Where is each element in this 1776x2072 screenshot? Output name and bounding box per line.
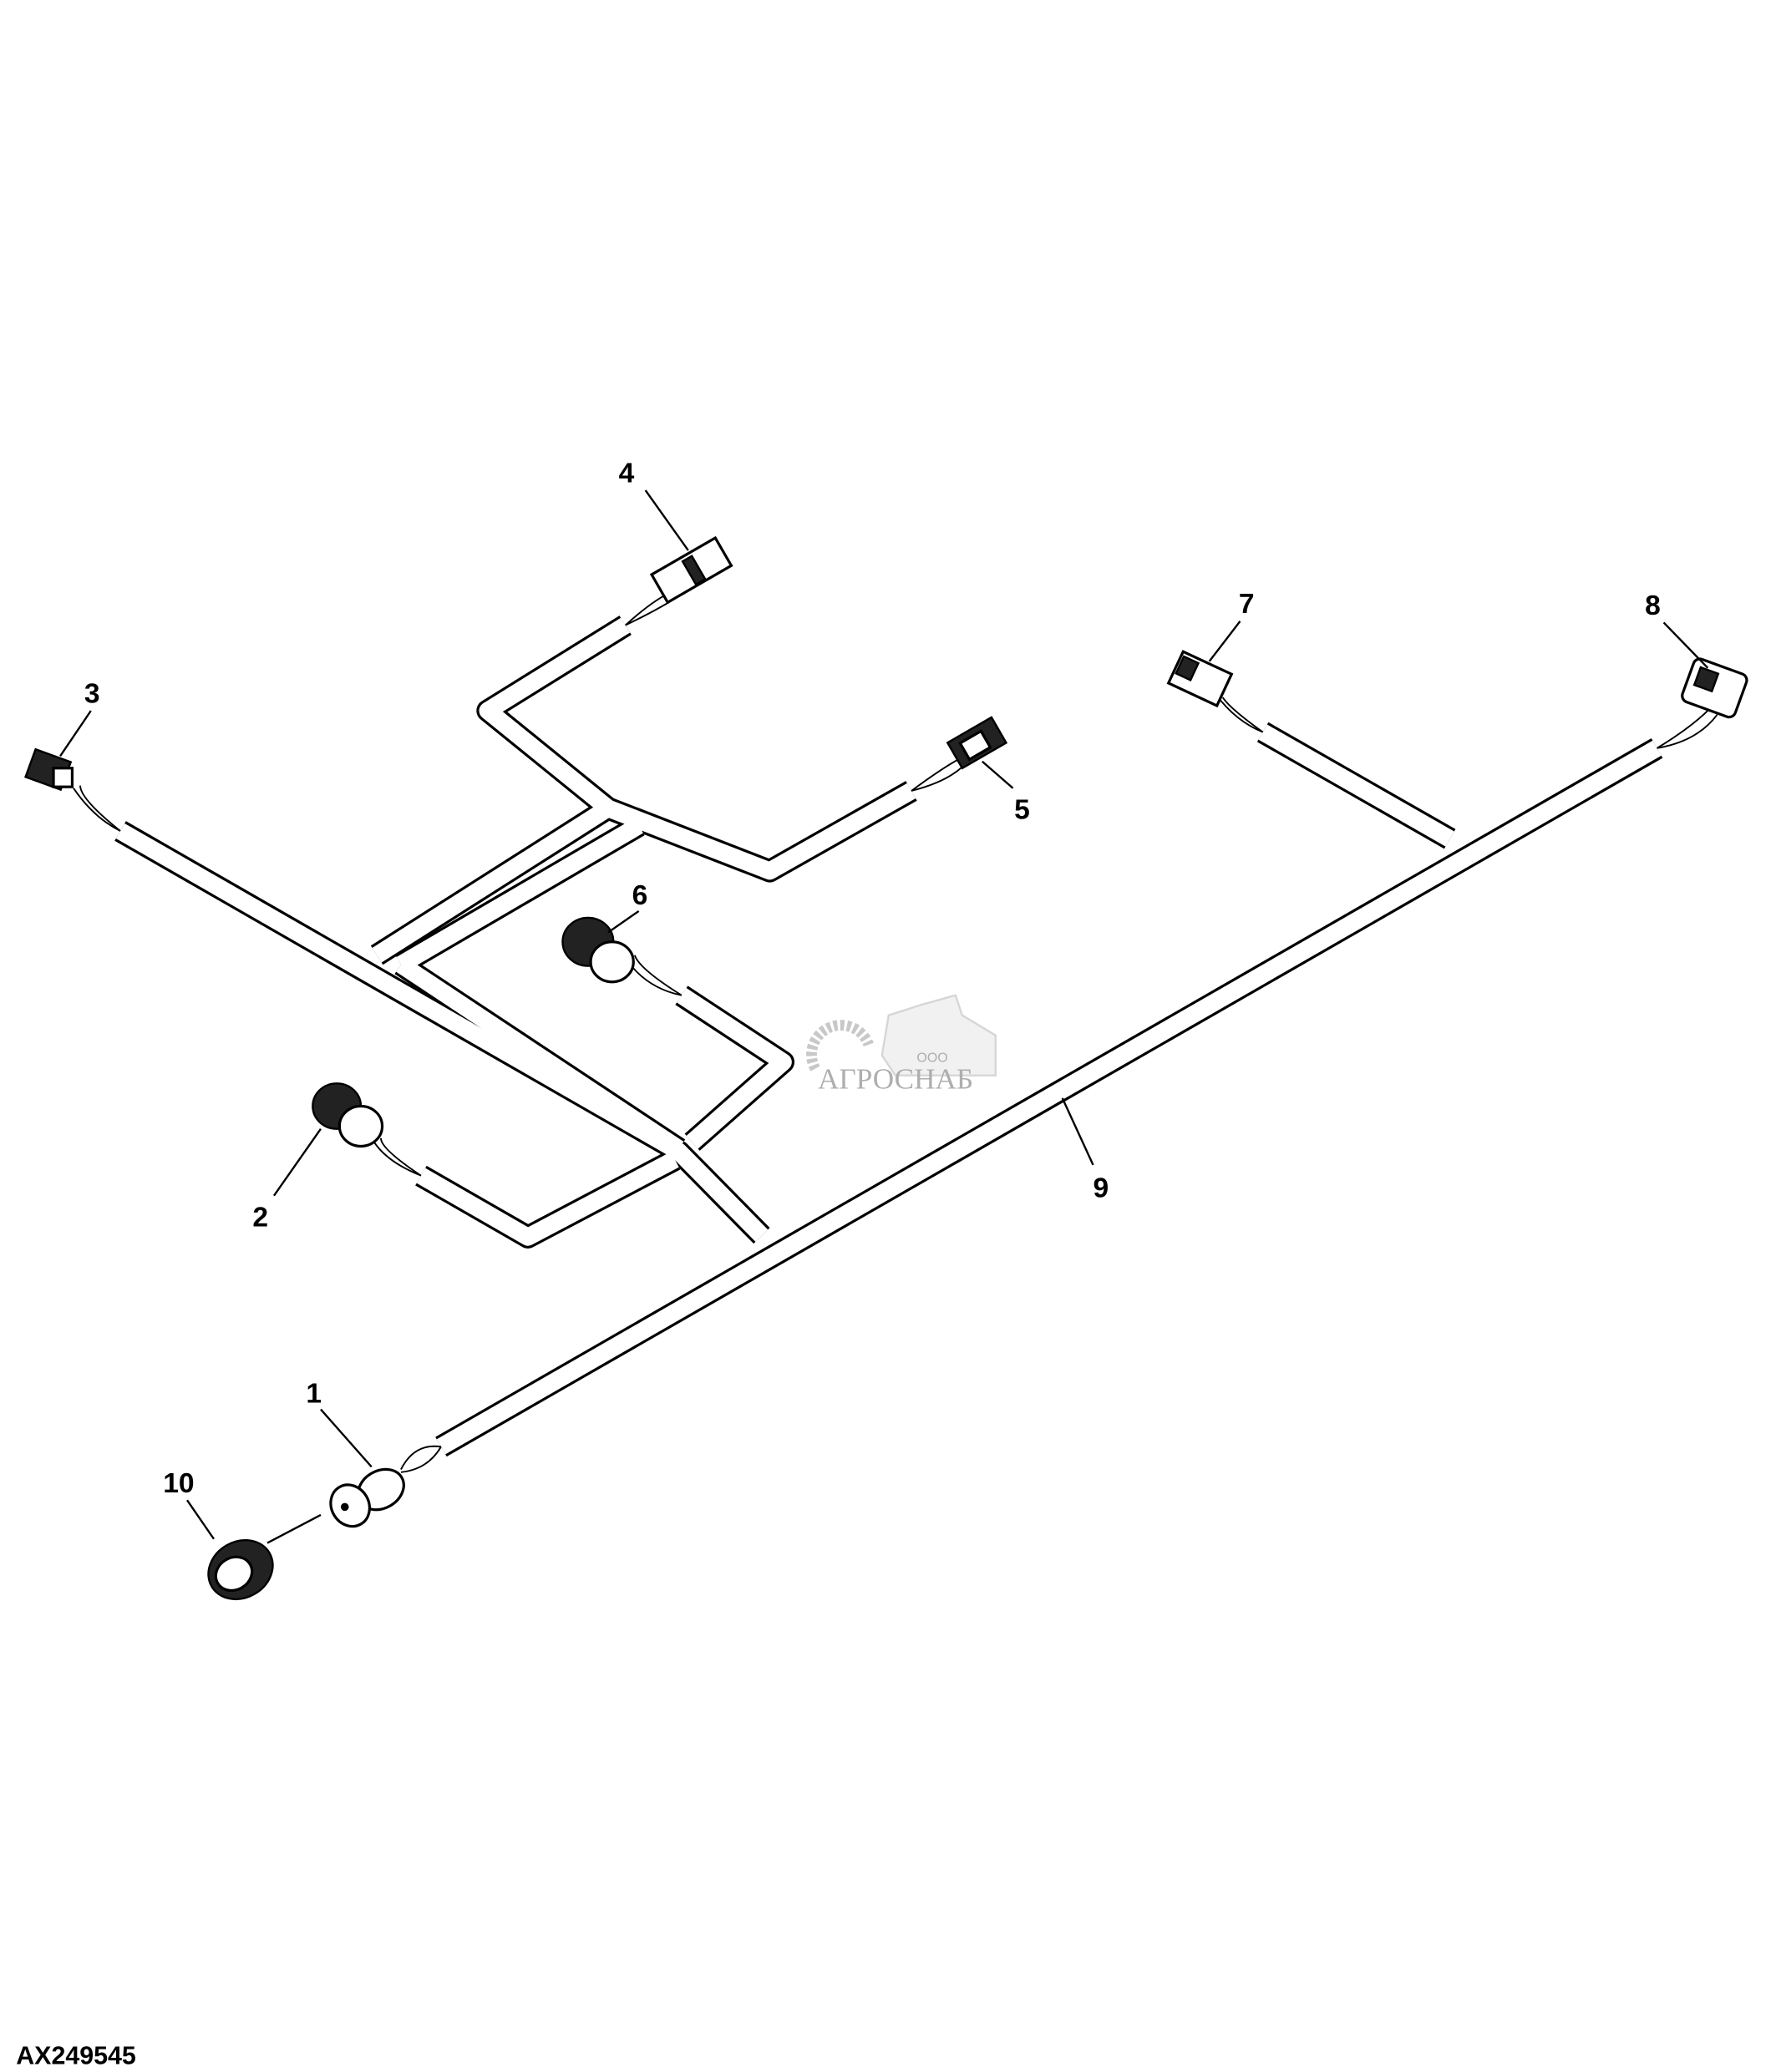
connector-6	[561, 916, 635, 984]
harness-tubes	[114, 616, 1663, 1457]
watermark-brand: АГРОСНАБ	[818, 1063, 973, 1096]
connector-8	[1681, 657, 1748, 719]
callout-9: 9	[1094, 1173, 1109, 1203]
callout-2: 2	[252, 1202, 268, 1233]
connector-5	[946, 716, 1008, 770]
watermark-prefix: ООО	[916, 1051, 947, 1066]
connector-1	[266, 1467, 405, 1544]
connector-4	[649, 535, 733, 605]
callout-10: 10	[163, 1468, 194, 1499]
connector-3	[24, 747, 74, 792]
connector-7	[1166, 650, 1234, 708]
leader-lines	[59, 489, 1709, 1540]
callout-3: 3	[84, 678, 100, 709]
watermark-logo: ООО АГРОСНАБ	[806, 994, 997, 1096]
connector-10-cap	[207, 1539, 274, 1601]
callout-4: 4	[619, 458, 635, 489]
callout-6: 6	[632, 880, 648, 911]
callout-1: 1	[306, 1379, 322, 1410]
figure-code: AX249545	[16, 2041, 136, 2069]
connector-2	[312, 1082, 384, 1148]
callout-5: 5	[1014, 795, 1030, 826]
callout-7: 7	[1239, 589, 1255, 620]
callout-8: 8	[1645, 590, 1661, 621]
